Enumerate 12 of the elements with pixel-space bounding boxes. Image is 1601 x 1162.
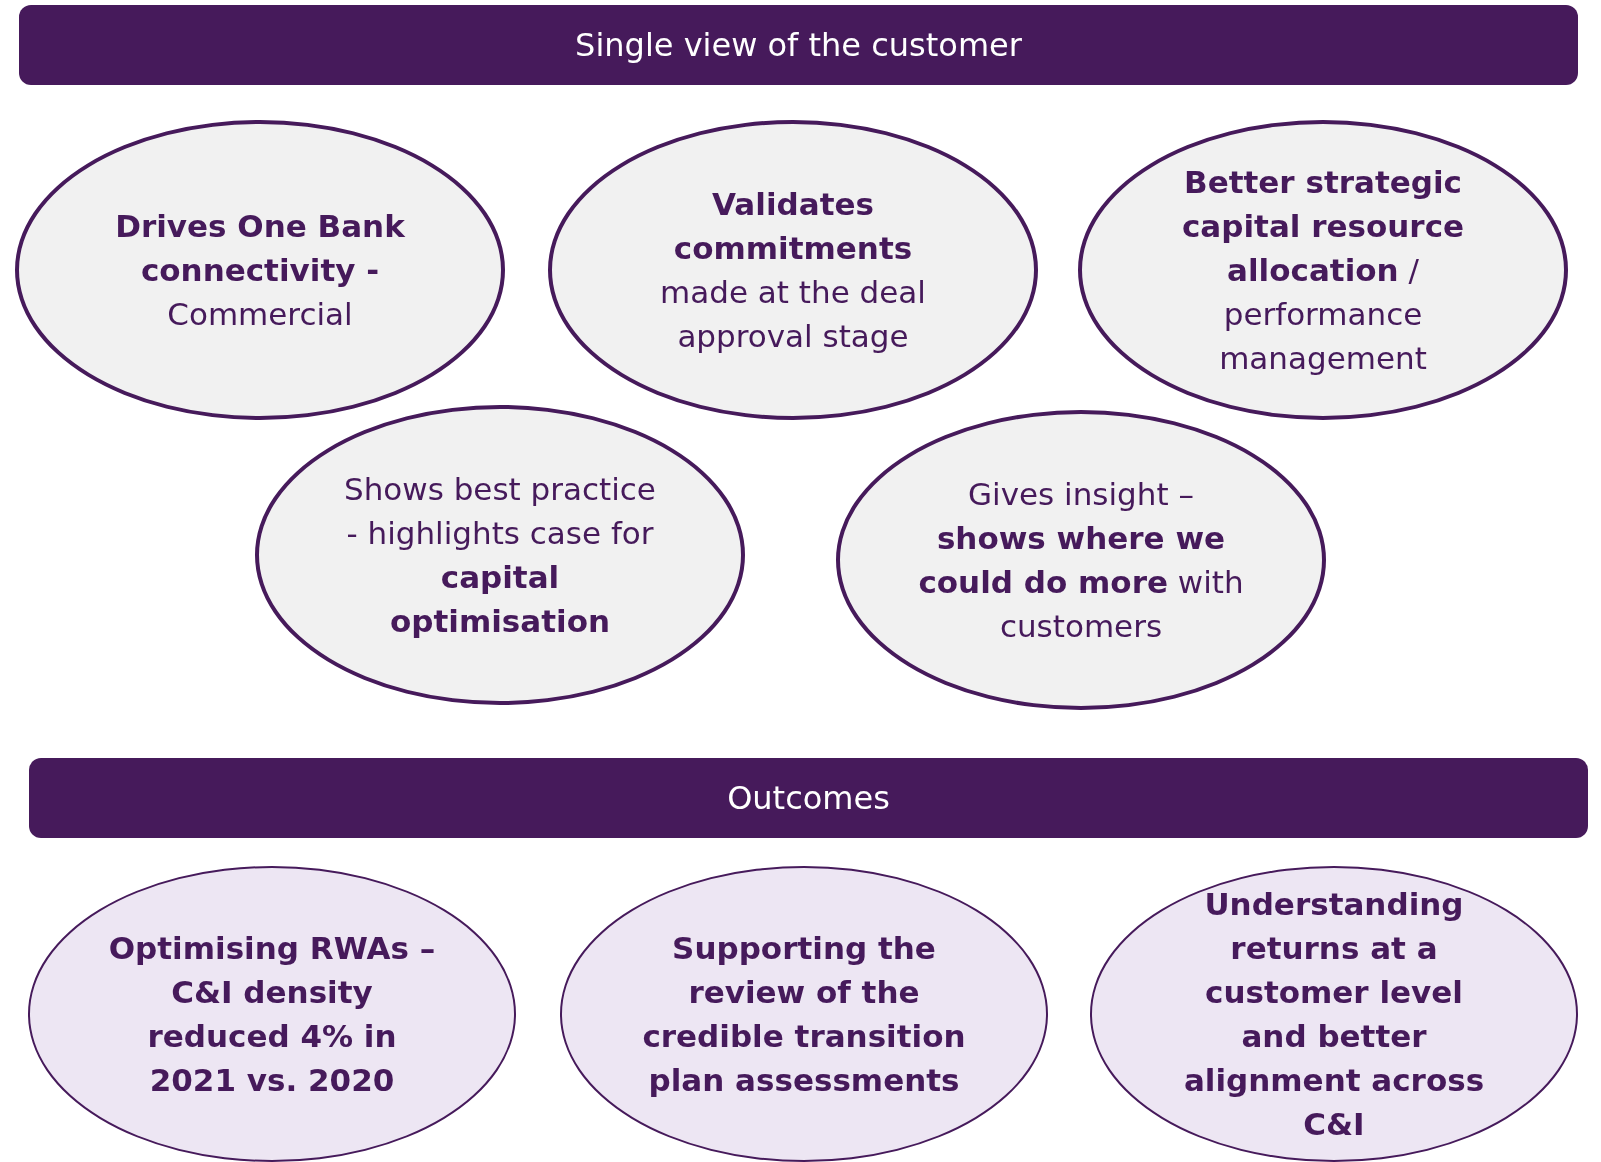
header-bar — [29, 758, 1588, 838]
ellipse-text: Understanding returns at a customer level and better alignment across C&I — [1182, 885, 1486, 1144]
ellipse-text: Optimising RWAs – C&I density reduced 4% in 2021 vs. 2020 — [107, 929, 437, 1100]
ellipse-text: Drives One Bank connectivity - Commercial — [114, 207, 406, 334]
ellipse-text: Shows best practice - highlights case for capital optimisation — [343, 470, 657, 641]
header-text: Outcomes — [727, 779, 890, 817]
ellipse-text: Better strategic capital resource allocation / performance management — [1180, 163, 1466, 378]
ellipse-text: Validates commitments made at the deal approval stage — [659, 185, 927, 356]
ellipse-text: Supporting the review of the credible transition plan assessments — [641, 929, 967, 1100]
header-bar — [19, 5, 1578, 85]
header-text: Single view of the customer — [575, 26, 1022, 64]
ellipse-text: Gives insight – shows where we could do more with customers — [917, 475, 1245, 646]
